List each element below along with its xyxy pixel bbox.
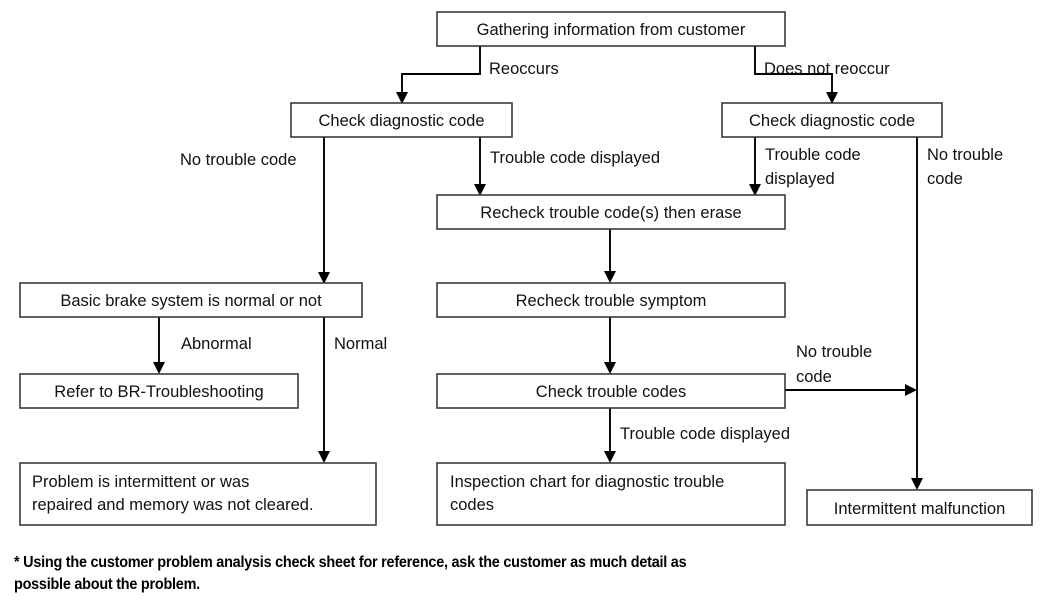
node-label: Check diagnostic code bbox=[749, 112, 915, 130]
edge-label-no-trouble-code-right-line2: code bbox=[927, 170, 963, 188]
node-recheck-trouble-symptom[interactable]: Recheck trouble symptom bbox=[436, 282, 786, 318]
node-check-diagnostic-code-right[interactable]: Check diagnostic code bbox=[721, 102, 943, 138]
edge-check-left-trouble-code-displayed bbox=[474, 137, 486, 196]
node-inspection-chart[interactable]: Inspection chart for diagnostic trouble … bbox=[436, 462, 786, 526]
node-label: Refer to BR-Troubleshooting bbox=[54, 383, 263, 401]
edge-label-trouble-code-displayed-right-line1: Trouble code bbox=[765, 146, 861, 164]
edge-label-no-trouble-code-left: No trouble code bbox=[180, 151, 297, 169]
node-recheck-trouble-codes-then-erase[interactable]: Recheck trouble code(s) then erase bbox=[436, 194, 786, 230]
node-intermittent-malfunction[interactable]: Intermittent malfunction bbox=[806, 489, 1033, 526]
node-check-diagnostic-code-left[interactable]: Check diagnostic code bbox=[290, 102, 513, 138]
node-label: Intermittent malfunction bbox=[834, 500, 1006, 518]
arrowhead-icon bbox=[318, 451, 330, 463]
edge-basic-brake-normal bbox=[318, 317, 330, 463]
edge-check-left-no-trouble-code bbox=[318, 137, 330, 284]
node-label: Basic brake system is normal or not bbox=[60, 292, 322, 310]
node-label-line1: Problem is intermittent or was bbox=[32, 473, 249, 491]
arrowhead-icon bbox=[153, 362, 165, 374]
arrowhead-icon bbox=[826, 92, 838, 104]
edge-label-no-trouble-code-right-line1: No trouble bbox=[927, 146, 1003, 164]
node-label: Recheck trouble code(s) then erase bbox=[480, 204, 741, 222]
node-label: Recheck trouble symptom bbox=[516, 292, 707, 310]
arrowhead-icon bbox=[604, 362, 616, 374]
edge-recheck-erase-to-symptom bbox=[604, 229, 616, 283]
arrowhead-icon bbox=[604, 271, 616, 283]
edge-gathering-to-check-right bbox=[754, 46, 838, 104]
node-label-line2: codes bbox=[450, 496, 494, 514]
edge-label-abnormal: Abnormal bbox=[181, 335, 252, 353]
edge-basic-brake-abnormal bbox=[153, 317, 165, 374]
edge-label-trouble-code-displayed-mid: Trouble code displayed bbox=[620, 425, 790, 443]
edge-check-right-no-trouble-code bbox=[911, 137, 923, 490]
edge-gathering-to-check-left bbox=[396, 46, 481, 104]
arrowhead-icon bbox=[318, 272, 330, 284]
node-check-trouble-codes[interactable]: Check trouble codes bbox=[436, 373, 786, 409]
node-gathering-information[interactable]: Gathering information from customer bbox=[436, 11, 786, 47]
node-label: Check trouble codes bbox=[536, 383, 686, 401]
arrowhead-icon bbox=[396, 92, 408, 104]
arrowhead-icon bbox=[474, 184, 486, 196]
edge-label-trouble-code-displayed-left: Trouble code displayed bbox=[490, 149, 660, 167]
edge-label-normal: Normal bbox=[334, 335, 387, 353]
edge-label-reoccurs: Reoccurs bbox=[489, 60, 559, 78]
node-label-line1: Inspection chart for diagnostic trouble bbox=[450, 473, 724, 491]
arrowhead-icon bbox=[749, 184, 761, 196]
node-basic-brake-system[interactable]: Basic brake system is normal or not bbox=[19, 282, 363, 318]
edge-check-codes-trouble-code-displayed bbox=[604, 408, 616, 463]
node-label-line2: repaired and memory was not cleared. bbox=[32, 496, 314, 514]
edge-label-no-trouble-code-mid-line1: No trouble bbox=[796, 343, 872, 361]
arrowhead-icon bbox=[911, 478, 923, 490]
arrowhead-icon bbox=[905, 384, 917, 396]
edge-label-does-not-reoccur: Does not reoccur bbox=[764, 60, 890, 78]
node-problem-intermittent[interactable]: Problem is intermittent or was repaired … bbox=[19, 462, 377, 526]
footnote-text: * Using the customer problem analysis ch… bbox=[14, 554, 687, 594]
node-label: Gathering information from customer bbox=[477, 21, 746, 39]
arrowhead-icon bbox=[604, 451, 616, 463]
edge-check-right-trouble-code-displayed bbox=[749, 137, 761, 196]
edge-symptom-to-check-codes bbox=[604, 317, 616, 374]
edge-check-codes-no-trouble-code bbox=[785, 384, 917, 396]
node-refer-to-br-troubleshooting[interactable]: Refer to BR-Troubleshooting bbox=[19, 373, 299, 409]
edge-label-no-trouble-code-mid-line2: code bbox=[796, 368, 832, 386]
node-label: Check diagnostic code bbox=[318, 112, 484, 130]
edge-label-trouble-code-displayed-right-line2: displayed bbox=[765, 170, 835, 188]
